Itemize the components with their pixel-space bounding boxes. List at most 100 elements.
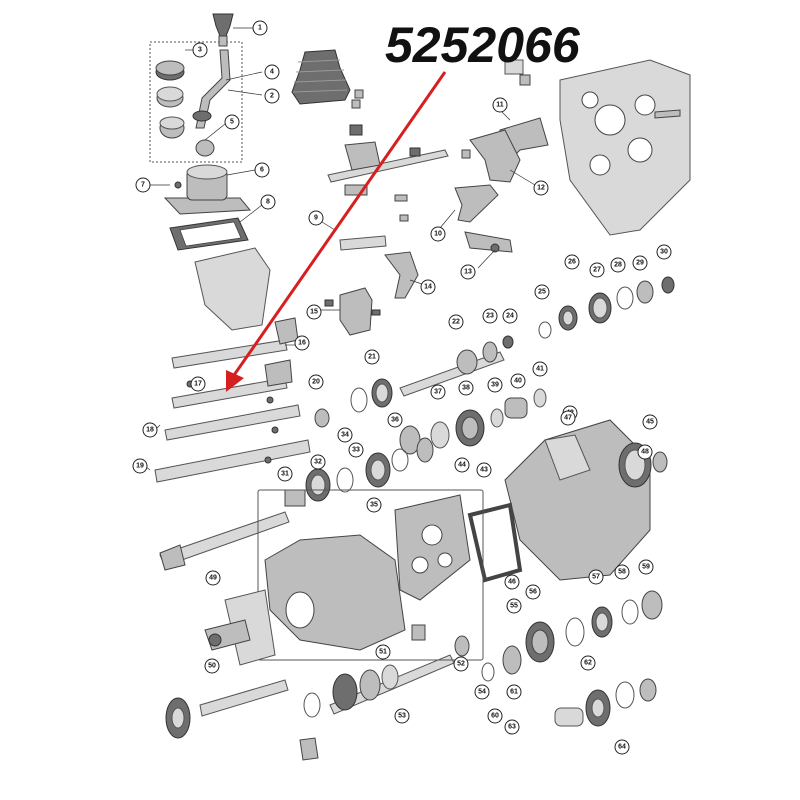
callout-7: 7 xyxy=(135,177,151,193)
callout-46: 46 xyxy=(504,574,520,590)
highlight-arrow xyxy=(226,71,447,392)
callout-label: 11 xyxy=(496,102,504,109)
callout-circle xyxy=(294,335,310,351)
callout-label: 2 xyxy=(270,93,274,100)
callout-label: 50 xyxy=(208,663,216,670)
callout-3: 3 xyxy=(192,42,208,58)
callout-label: 25 xyxy=(538,289,546,296)
callout-circle xyxy=(135,177,151,193)
callout-circle xyxy=(387,412,403,428)
callout-34: 34 xyxy=(337,427,353,443)
callout-28: 28 xyxy=(610,257,626,273)
callout-20: 20 xyxy=(308,374,324,390)
callout-10: 10 xyxy=(430,226,446,242)
callout-59: 59 xyxy=(638,559,654,575)
callout-60: 60 xyxy=(487,708,503,724)
callout-61: 61 xyxy=(506,684,522,700)
callout-label: 1 xyxy=(258,25,262,32)
callout-41: 41 xyxy=(532,361,548,377)
callout-circle xyxy=(458,380,474,396)
callout-label: 17 xyxy=(194,381,202,388)
callout-circle xyxy=(142,422,158,438)
callout-circle xyxy=(580,655,596,671)
callout-circle xyxy=(430,226,446,242)
callout-52: 52 xyxy=(453,656,469,672)
callout-circle xyxy=(533,180,549,196)
callout-circle xyxy=(504,574,520,590)
callout-circle xyxy=(260,194,276,210)
callout-label: 18 xyxy=(146,427,154,434)
callout-label: 32 xyxy=(314,459,322,466)
callout-label: 39 xyxy=(491,382,499,389)
callout-5: 5 xyxy=(224,114,240,130)
callout-9: 9 xyxy=(308,210,324,226)
callout-label: 24 xyxy=(506,313,514,320)
callout-label: 51 xyxy=(379,649,387,656)
callout-label: 43 xyxy=(480,467,488,474)
callout-label: 20 xyxy=(312,379,320,386)
callout-label: 14 xyxy=(424,284,432,291)
callout-35: 35 xyxy=(366,497,382,513)
callout-25: 25 xyxy=(534,284,550,300)
callout-circle xyxy=(487,708,503,724)
callout-43: 43 xyxy=(476,462,492,478)
callout-circle xyxy=(308,374,324,390)
callout-15: 15 xyxy=(306,304,322,320)
callout-label: 3 xyxy=(198,47,202,54)
callout-37: 37 xyxy=(430,384,446,400)
callout-label: 57 xyxy=(592,574,600,581)
callout-circle xyxy=(532,361,548,377)
callout-32: 32 xyxy=(310,454,326,470)
callout-circle xyxy=(348,442,364,458)
transmission-cases xyxy=(204,419,668,761)
callout-21: 21 xyxy=(364,349,380,365)
callout-circle xyxy=(394,708,410,724)
callout-label: 49 xyxy=(209,575,217,582)
callout-circle xyxy=(375,644,391,660)
callout-circle xyxy=(460,264,476,280)
callout-circle xyxy=(306,304,322,320)
callout-circle xyxy=(614,564,630,580)
callout-circle xyxy=(637,444,653,460)
callout-circle xyxy=(254,162,270,178)
callout-label: 64 xyxy=(618,744,626,751)
callout-circle xyxy=(506,598,522,614)
callout-12: 12 xyxy=(533,180,549,196)
callout-label: 52 xyxy=(457,661,465,668)
callout-label: 44 xyxy=(458,462,466,469)
callout-circle xyxy=(614,739,630,755)
callout-circle xyxy=(204,658,220,674)
callout-label: 37 xyxy=(434,389,442,396)
callout-38: 38 xyxy=(458,380,474,396)
callout-label: 31 xyxy=(281,471,289,478)
callout-30: 30 xyxy=(656,244,672,260)
callout-circle xyxy=(366,497,382,513)
callout-label: 34 xyxy=(341,432,349,439)
callout-39: 39 xyxy=(487,377,503,393)
part-number-label: 5252066 xyxy=(385,17,581,73)
callout-48: 48 xyxy=(637,444,653,460)
callout-2: 2 xyxy=(264,88,280,104)
callout-circle xyxy=(492,97,508,113)
callout-13: 13 xyxy=(460,264,476,280)
callout-label: 56 xyxy=(529,589,537,596)
callout-circle xyxy=(337,427,353,443)
callout-11: 11 xyxy=(492,97,508,113)
callout-14: 14 xyxy=(420,279,436,295)
callout-label: 15 xyxy=(310,309,318,316)
callout-circle xyxy=(430,384,446,400)
callout-8: 8 xyxy=(260,194,276,210)
callout-circle xyxy=(264,64,280,80)
callout-50: 50 xyxy=(204,658,220,674)
callout-label: 28 xyxy=(614,262,622,269)
callout-label: 40 xyxy=(514,378,522,385)
callout-label: 26 xyxy=(568,259,576,266)
callout-circle xyxy=(504,719,520,735)
callout-circle xyxy=(534,284,550,300)
callout-circle xyxy=(560,410,576,426)
callout-label: 59 xyxy=(642,564,650,571)
callout-circle xyxy=(589,262,605,278)
callout-4: 4 xyxy=(264,64,280,80)
